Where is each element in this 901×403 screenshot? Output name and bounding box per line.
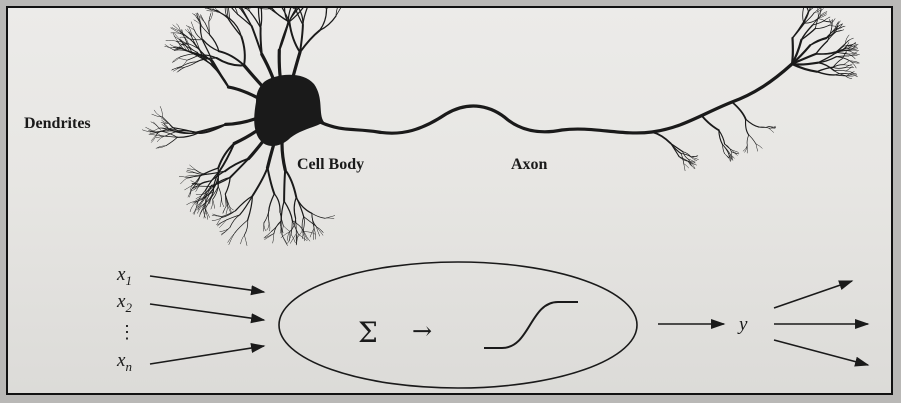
input-arrow-x2 — [150, 304, 264, 320]
input-arrow-x1 — [150, 276, 264, 292]
neuron-unit-ellipse — [279, 262, 637, 388]
output-branch-bottom — [774, 340, 868, 365]
input-ellipsis-label: ⋮ — [118, 322, 136, 343]
diagram-page: Dendrites Cell Body Axon x1 x2 ⋮ xn Σ → — [6, 6, 893, 395]
output-y-label: y — [737, 314, 748, 335]
output-branch-top — [774, 281, 852, 308]
input-arrow-xn — [150, 346, 264, 364]
input-xn-label: xn — [116, 350, 132, 374]
summation-symbol: Σ — [358, 316, 378, 349]
sigmoid-activation-curve — [484, 302, 578, 348]
internal-arrow: → — [412, 317, 432, 345]
artificial-neuron-model: x1 x2 ⋮ xn Σ → y — [8, 8, 895, 397]
input-x1-label: x1 — [116, 264, 132, 288]
input-x2-label: x2 — [116, 291, 132, 315]
